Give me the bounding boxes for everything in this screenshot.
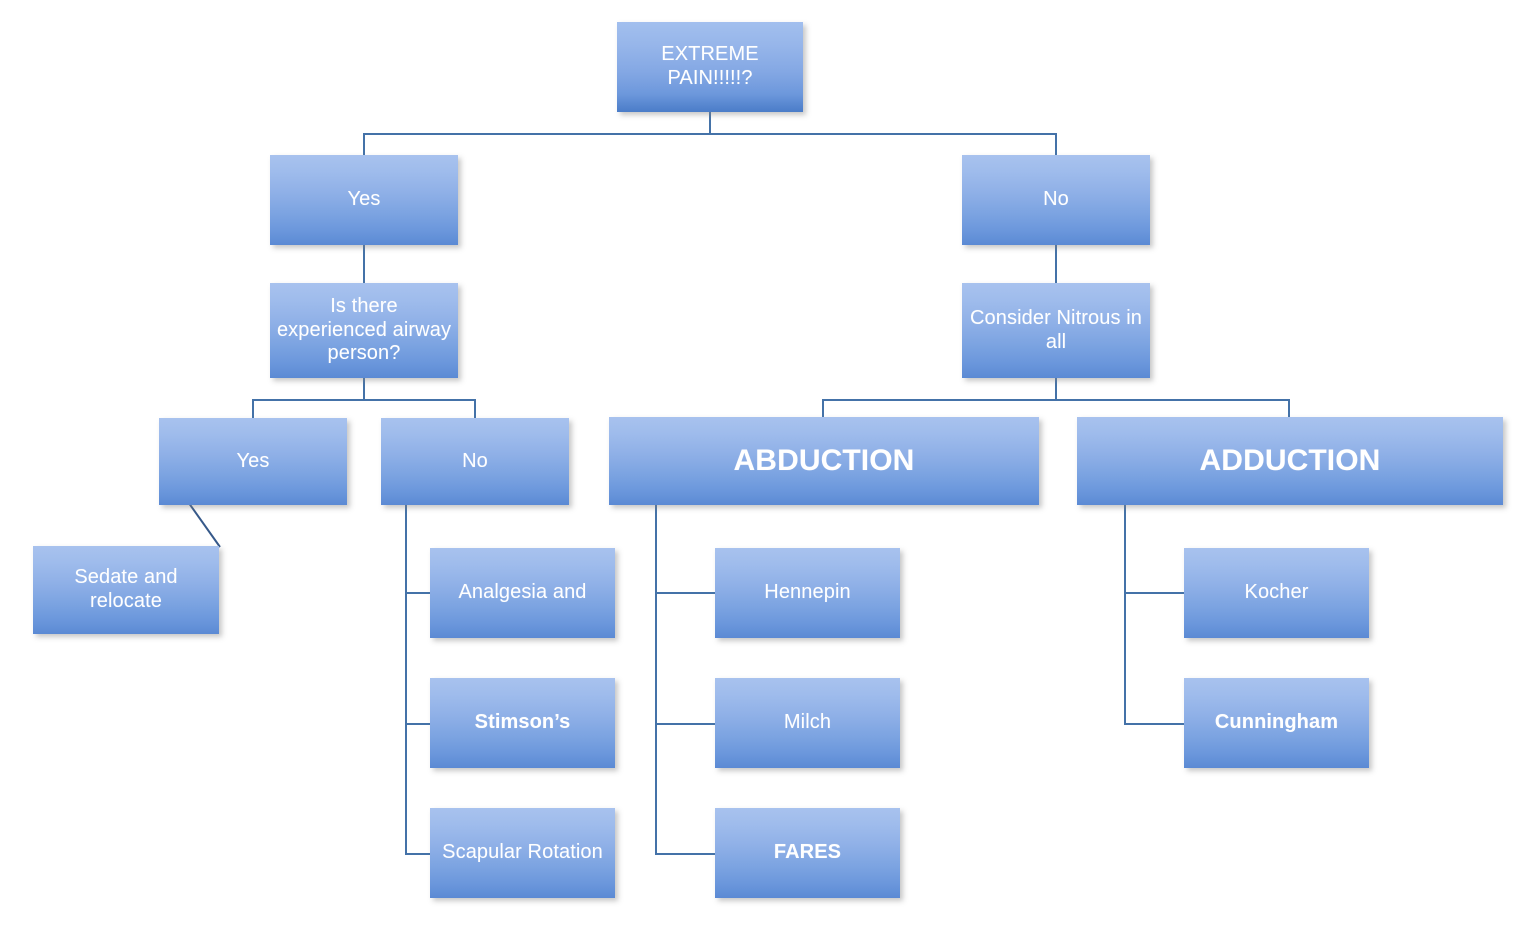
node-fares-label: FARES	[773, 841, 842, 864]
connector-airwayno-trunk	[405, 505, 407, 854]
node-consider-nitrous-label: Consider Nitrous in all	[970, 306, 1142, 353]
node-abduction-label: ABDUCTION	[733, 444, 915, 478]
connector-airway-to-yes	[252, 399, 254, 418]
connector-root-to-pain-no	[1055, 133, 1057, 156]
connector-root-stem	[709, 112, 711, 134]
node-airway-yes[interactable]: Yes	[159, 418, 347, 505]
connector-painno-to-nitrous	[1055, 245, 1057, 283]
node-airway-no-label: No	[462, 449, 488, 472]
node-sedate-and-relocate-label: Sedate and relocate	[74, 566, 178, 612]
connector-nitrous-stem	[1055, 378, 1057, 400]
node-cunningham-label: Cunningham	[1214, 711, 1339, 734]
connector-nitrous-to-adduction	[1288, 399, 1290, 418]
node-milch[interactable]: Milch	[715, 678, 900, 768]
node-kocher[interactable]: Kocher	[1184, 548, 1369, 638]
connector-abduction-to-milch	[655, 723, 716, 725]
connector-nitrous-to-abduction	[822, 399, 824, 418]
node-pain-no[interactable]: No	[962, 155, 1150, 245]
node-abduction[interactable]: ABDUCTION	[609, 417, 1039, 505]
connector-abduction-to-hennepin	[655, 592, 716, 594]
node-analgesia-and-label: Analgesia and	[458, 581, 587, 604]
node-milch-label: Milch	[783, 711, 832, 734]
node-airway-no[interactable]: No	[381, 418, 569, 505]
node-pain-no-label: No	[1043, 188, 1069, 211]
node-cunningham[interactable]: Cunningham	[1184, 678, 1369, 768]
connector-airway-bar	[252, 399, 476, 401]
connector-airwayno-to-scapular	[405, 853, 431, 855]
node-consider-nitrous[interactable]: Consider Nitrous in all	[962, 283, 1150, 378]
connector-adduction-to-cunningham	[1124, 723, 1185, 725]
node-root-label: EXTREME PAIN!!!!!?	[661, 43, 759, 89]
node-pain-yes-label: Yes	[347, 188, 381, 211]
node-root-extreme-pain[interactable]: EXTREME PAIN!!!!!?	[617, 22, 803, 112]
connector-root-to-pain-yes	[363, 133, 365, 156]
node-adduction-label: ADDUCTION	[1199, 444, 1381, 478]
connector-airwayno-to-analgesia	[405, 592, 431, 594]
node-kocher-label: Kocher	[1244, 581, 1309, 604]
node-analgesia-and[interactable]: Analgesia and	[430, 548, 615, 638]
node-adduction[interactable]: ADDUCTION	[1077, 417, 1503, 505]
connector-root-bar	[363, 133, 1057, 135]
node-pain-yes[interactable]: Yes	[270, 155, 458, 245]
node-stimsons-label: Stimson’s	[474, 711, 571, 734]
node-hennepin-label: Hennepin	[764, 581, 851, 604]
connector-airway-to-no	[474, 399, 476, 418]
node-fares[interactable]: FARES	[715, 808, 900, 898]
node-sedate-and-relocate[interactable]: Sedate and relocate	[33, 546, 219, 634]
node-airway-question[interactable]: Is there experienced airway person?	[270, 283, 458, 378]
connector-abduction-to-fares	[655, 853, 716, 855]
node-hennepin[interactable]: Hennepin	[715, 548, 900, 638]
connector-airway-stem	[363, 378, 365, 400]
connector-airwayno-to-stimsons	[405, 723, 431, 725]
connector-adduction-trunk	[1124, 505, 1126, 724]
connector-abduction-trunk	[655, 505, 657, 854]
connector-nitrous-bar	[822, 399, 1290, 401]
node-stimsons[interactable]: Stimson’s	[430, 678, 615, 768]
node-scapular-rotation-label: Scapular Rotation	[442, 841, 603, 864]
connector-painyes-to-airway	[363, 245, 365, 283]
node-airway-question-label: Is there experienced airway person?	[276, 295, 452, 365]
connector-adduction-to-kocher	[1124, 592, 1185, 594]
node-scapular-rotation[interactable]: Scapular Rotation	[430, 808, 615, 898]
node-airway-yes-label: Yes	[236, 449, 270, 472]
